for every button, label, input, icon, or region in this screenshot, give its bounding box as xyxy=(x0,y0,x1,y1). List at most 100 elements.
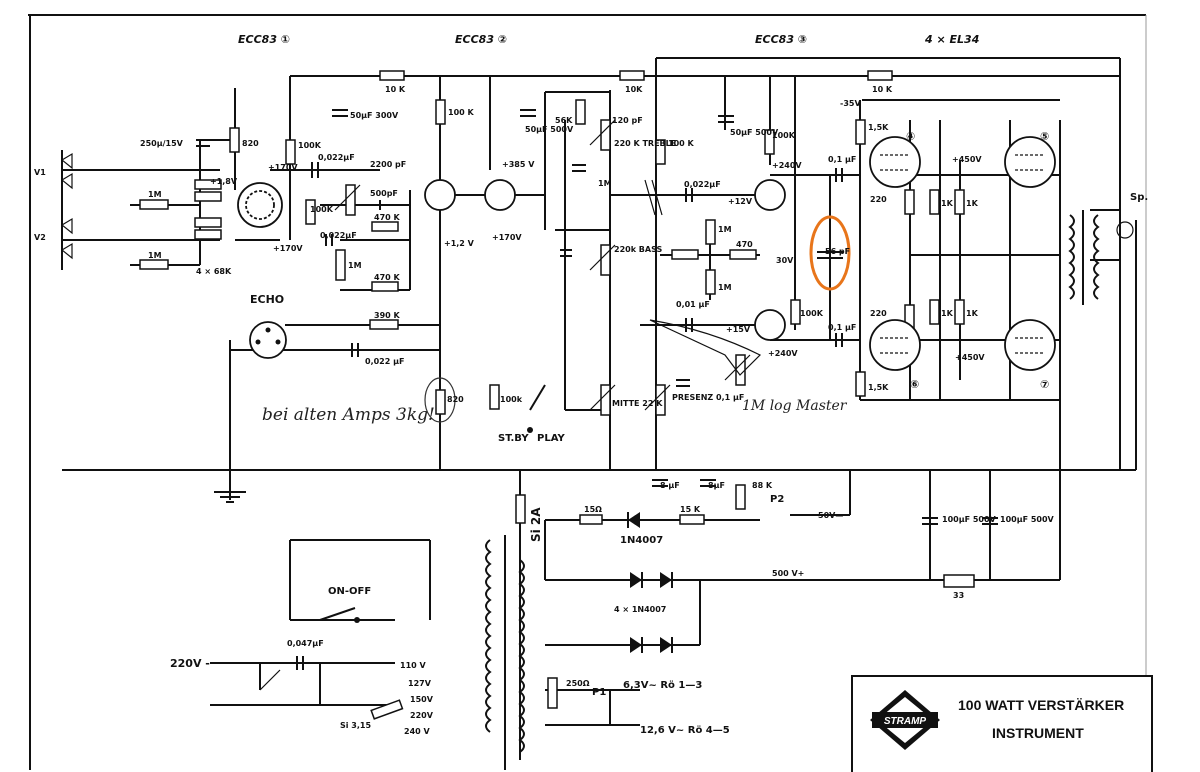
resistor-100k-a xyxy=(285,139,296,165)
label-cap-250: 250µ/15V xyxy=(140,139,184,148)
resistor-1k5-a xyxy=(855,119,866,145)
label-r-470k-a: 470 K xyxy=(374,213,400,222)
frame xyxy=(28,14,1147,770)
label-on-off: ON-OFF xyxy=(328,586,371,597)
label-r-390k: 390 K xyxy=(374,311,400,320)
hand-circle-annotation xyxy=(424,377,456,423)
label-cap-100-500a: 100µF 500V xyxy=(942,515,997,524)
label-play: PLAY xyxy=(537,433,565,444)
tube-ecc83-1b xyxy=(245,190,275,220)
pot-treble xyxy=(600,119,611,151)
label-r-220-b: 220 xyxy=(870,309,887,318)
label-1-2v: +1,2 V xyxy=(444,239,475,248)
pot-bass xyxy=(600,244,611,276)
label-cap-2200: 2200 pF xyxy=(370,160,406,169)
resistor-100k-f xyxy=(790,299,801,325)
resistor-820 xyxy=(229,127,240,153)
transformers xyxy=(485,210,1100,770)
label-250-ohm: 250Ω xyxy=(566,679,590,688)
tubes xyxy=(237,136,1056,371)
label-240v-a: +240V xyxy=(772,161,802,170)
label-diodes-4: 4 × 1N4007 xyxy=(614,605,666,614)
label-cap-01a: 0,1 µF xyxy=(828,155,856,164)
label-v1: V1 xyxy=(34,168,46,177)
label-diode-1: 1N4007 xyxy=(620,535,663,546)
master-pot-scribble xyxy=(649,319,762,376)
tube-number-6: ⑥ xyxy=(910,378,919,391)
label-r-1m-a: 1M xyxy=(148,190,162,199)
resistor-100k-c xyxy=(305,199,316,225)
resistor-470 xyxy=(729,249,757,260)
resistor-100k-d xyxy=(655,139,666,165)
tube-number-4: ④ xyxy=(906,130,915,143)
resistor-100k-g xyxy=(489,384,500,410)
label-volt-127: 127V xyxy=(408,679,432,688)
label-r-1m-f: 1M xyxy=(598,179,612,188)
pot-master xyxy=(735,354,746,386)
label-r-470: 470 xyxy=(736,240,753,249)
switches xyxy=(319,384,546,720)
capacitors xyxy=(196,109,998,670)
label-mains: 220V - xyxy=(170,657,210,670)
label-r-68k: 4 × 68K xyxy=(196,267,232,276)
label-1-8v: +1,8V xyxy=(210,177,238,186)
label-cap-50-500a: 50µF 500V xyxy=(525,125,574,134)
resistor-1m-c xyxy=(705,219,716,245)
handwritten-master: 1M log Master xyxy=(742,398,848,414)
label-volt-110: 110 V xyxy=(400,661,426,670)
resistor-820-b xyxy=(435,389,446,415)
label-cap-0022b: 0,022µF xyxy=(318,153,355,162)
label-170v-c: +170V xyxy=(492,233,522,242)
resistor-470k-b xyxy=(371,281,399,292)
resistor-10k-mid xyxy=(619,70,645,81)
label-450v-a: +450V xyxy=(952,155,982,164)
tube-numbers: ④ ⑤ ⑥ ⑦ xyxy=(906,130,1049,391)
input-jacks xyxy=(60,152,1134,359)
resistor-470k-a xyxy=(371,221,399,232)
resistor-88k xyxy=(735,484,746,510)
label-cap-500: 500pF xyxy=(370,189,398,198)
label-r-100k-6: 100 K xyxy=(668,139,694,148)
resistor-1k-c xyxy=(929,299,940,325)
label-treble: 220 K TREBLE xyxy=(614,139,676,148)
label-r-100k-2: 100 K xyxy=(448,108,474,117)
label-cap-120: 120 pF xyxy=(612,116,643,125)
label-r-15k: 15 K xyxy=(680,505,701,514)
tube-ecc83-3a xyxy=(754,179,786,211)
label-r-88k: 88 K xyxy=(752,481,773,490)
label-r-15: 15Ω xyxy=(584,505,602,514)
tube-el34-6 xyxy=(869,319,921,371)
label-385v: +385 V xyxy=(502,160,535,169)
label-30v: 30V xyxy=(776,256,794,265)
resistor-stack-3 xyxy=(194,217,222,228)
label-r-1k-c: 1K xyxy=(941,309,954,318)
fuse-main xyxy=(370,699,404,720)
tube-el34-5 xyxy=(1004,136,1056,188)
label-cap-50-500b: 50µF 500V xyxy=(730,128,779,137)
tube-label-el34: 4 × EL34 xyxy=(924,33,979,46)
tube-el34-4 xyxy=(869,136,921,188)
resistor-1k-b xyxy=(954,189,965,215)
label-r-10k-pa: 10 K xyxy=(872,85,893,94)
label-cap-8a: 8 µF xyxy=(660,481,680,490)
label-p1: P1 xyxy=(592,687,606,698)
resistor-1m-d xyxy=(705,269,716,295)
resistor-1k-d xyxy=(954,299,965,325)
resistor-1m-a xyxy=(139,199,169,210)
label-r-100k-3: 100K xyxy=(310,205,334,214)
label-500v: 500 V+ xyxy=(772,569,804,578)
label-volt-150: 150V xyxy=(410,695,434,704)
resistor-stack-4 xyxy=(194,229,222,240)
ground-symbol xyxy=(214,470,246,503)
label-v2: V2 xyxy=(34,233,46,242)
label-cap-0047: 0,047µF xyxy=(287,639,324,648)
label-r-10k-mid: 10K xyxy=(625,85,643,94)
title-block: STRAMP 100 WATT VERSTÄRKER INSTRUMENT xyxy=(851,675,1153,772)
tube-label-ecc83-2: ECC83 ② xyxy=(455,33,507,46)
tube-label-ecc83-3: ECC83 ③ xyxy=(755,33,807,46)
tube-number-5: ⑤ xyxy=(1040,130,1049,143)
label-r-1m-e: 1M xyxy=(718,283,732,292)
resistor-1m-tone xyxy=(335,249,346,281)
resistor-10k-pa xyxy=(867,70,893,81)
label-r-1m-b: 1M xyxy=(148,251,162,260)
